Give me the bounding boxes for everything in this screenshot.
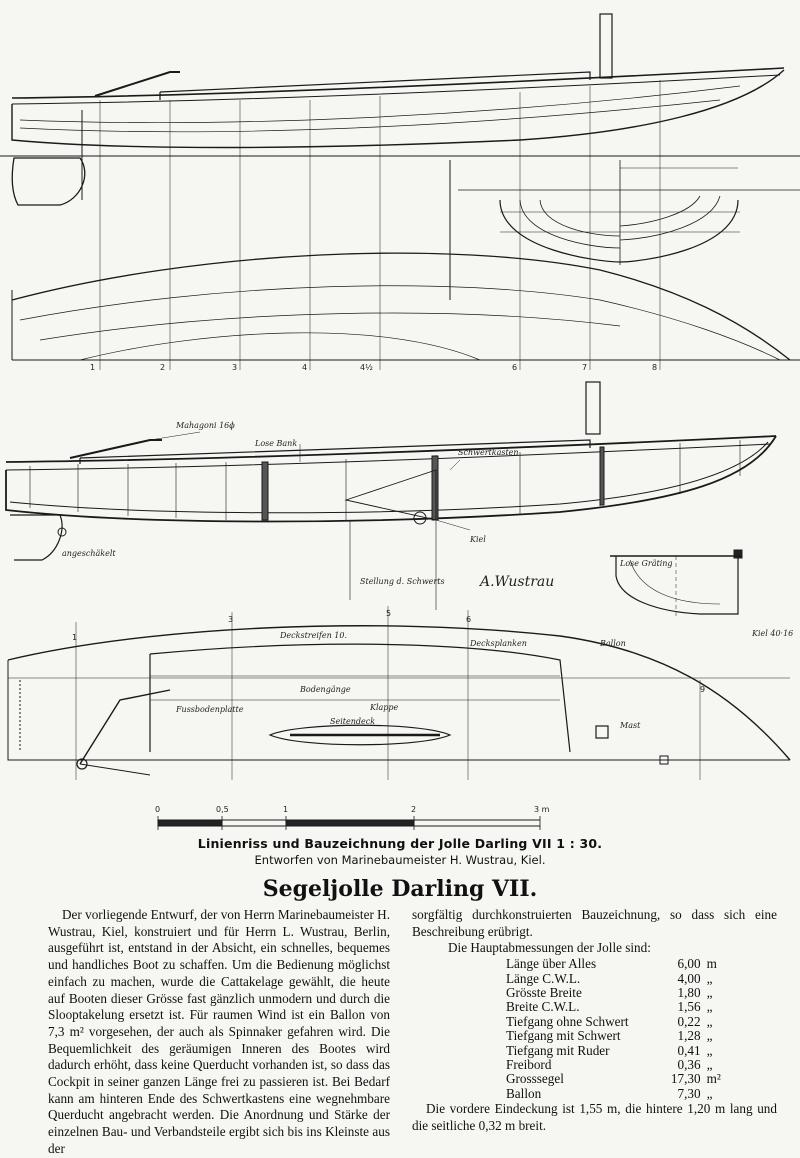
scale-tick-label: 0 — [155, 805, 160, 814]
scale-tick-label: 2 — [411, 805, 416, 814]
dimensions-heading: Die Hauptabmessungen der Jolle sind: — [448, 940, 651, 956]
station-number: 6 — [466, 615, 471, 624]
figure-credit: Entworfen von Marinebaumeister H. Wustra… — [254, 853, 546, 867]
article-paragraph: sorgfältig durchkonstruierten Bauzeichnu… — [412, 907, 777, 939]
profile-view — [0, 13, 800, 370]
svg-text:4½: 4½ — [360, 363, 373, 372]
label-lose-grating: Lose Gräting — [619, 559, 673, 568]
article-title: Segeljolle Darling VII. — [262, 876, 538, 902]
label-fussbodenplatte: Fussbodenplatte — [175, 705, 244, 714]
midship-section — [610, 549, 743, 616]
label-deckstreifen: Deckstreifen 10. — [279, 631, 347, 640]
dimension-row: Länge C.W.L.4,00„ — [506, 970, 713, 986]
body-plan — [458, 160, 800, 265]
label-schwertkasten: Schwertkasten — [458, 448, 519, 457]
label-decksplanken: Decksplanken — [469, 639, 527, 648]
article-paragraph: Die vordere Eindeckung ist 1,55 m, die h… — [412, 1101, 777, 1133]
svg-text:6: 6 — [512, 363, 517, 372]
svg-text:2: 2 — [160, 363, 165, 372]
svg-text:1: 1 — [90, 363, 95, 372]
label-ballon: Ballon — [599, 639, 626, 648]
article-column-left: Der vorliegende Entwurf, der von Herrn M… — [48, 907, 390, 1158]
station-number: 5 — [386, 609, 391, 618]
scale-tick-label: 0,5 — [216, 805, 229, 814]
svg-text:7: 7 — [582, 363, 587, 372]
construction-profile — [5, 381, 777, 610]
boat-plan-drawing: 1 2 3 4 4½ 6 7 8 — [0, 13, 800, 830]
svg-text:8: 8 — [652, 363, 657, 372]
label-bodengaenge: Bodengänge — [299, 685, 351, 694]
half-breadth-plan: 1 2 3 4 4½ 6 7 8 — [11, 252, 800, 372]
label-mast: Mast — [619, 721, 641, 730]
station-number: 1 — [72, 633, 77, 642]
scale-tick-label: 1 — [283, 805, 288, 814]
scale-bar — [157, 816, 541, 830]
svg-text:3: 3 — [232, 363, 237, 372]
label-kiel-section: Kiel 40·16 — [751, 629, 793, 638]
label-mahagoni: Mahagoni 16ϕ — [175, 421, 235, 430]
article-paragraph: Der vorliegende Entwurf, der von Herrn M… — [48, 907, 390, 1156]
svg-text:4: 4 — [302, 363, 307, 372]
scale-tick-label: 3 m — [534, 805, 550, 814]
signature: A.Wustrau — [478, 574, 554, 590]
label-stellung-schwert: Stellung d. Schwerts — [360, 577, 445, 586]
station-number: 3 — [228, 615, 233, 624]
station-number: 9 — [700, 685, 705, 694]
label-seitendeck: Seitendeck — [330, 717, 375, 726]
article-column-right: sorgfältig durchkonstruierten Bauzeichnu… — [412, 907, 777, 1135]
label-lose-bank: Lose Bank — [254, 439, 297, 448]
label-kiel: Kiel — [469, 535, 486, 544]
label-klappe: Klappe — [369, 703, 399, 712]
deck-plan — [7, 606, 791, 780]
label-angeschaekelt: angeschäkelt — [62, 549, 116, 558]
figure-caption: Linienriss und Bauzeichnung der Jolle Da… — [197, 836, 603, 851]
dimension-row: Breite C.W.L.1,56„ — [506, 999, 713, 1015]
